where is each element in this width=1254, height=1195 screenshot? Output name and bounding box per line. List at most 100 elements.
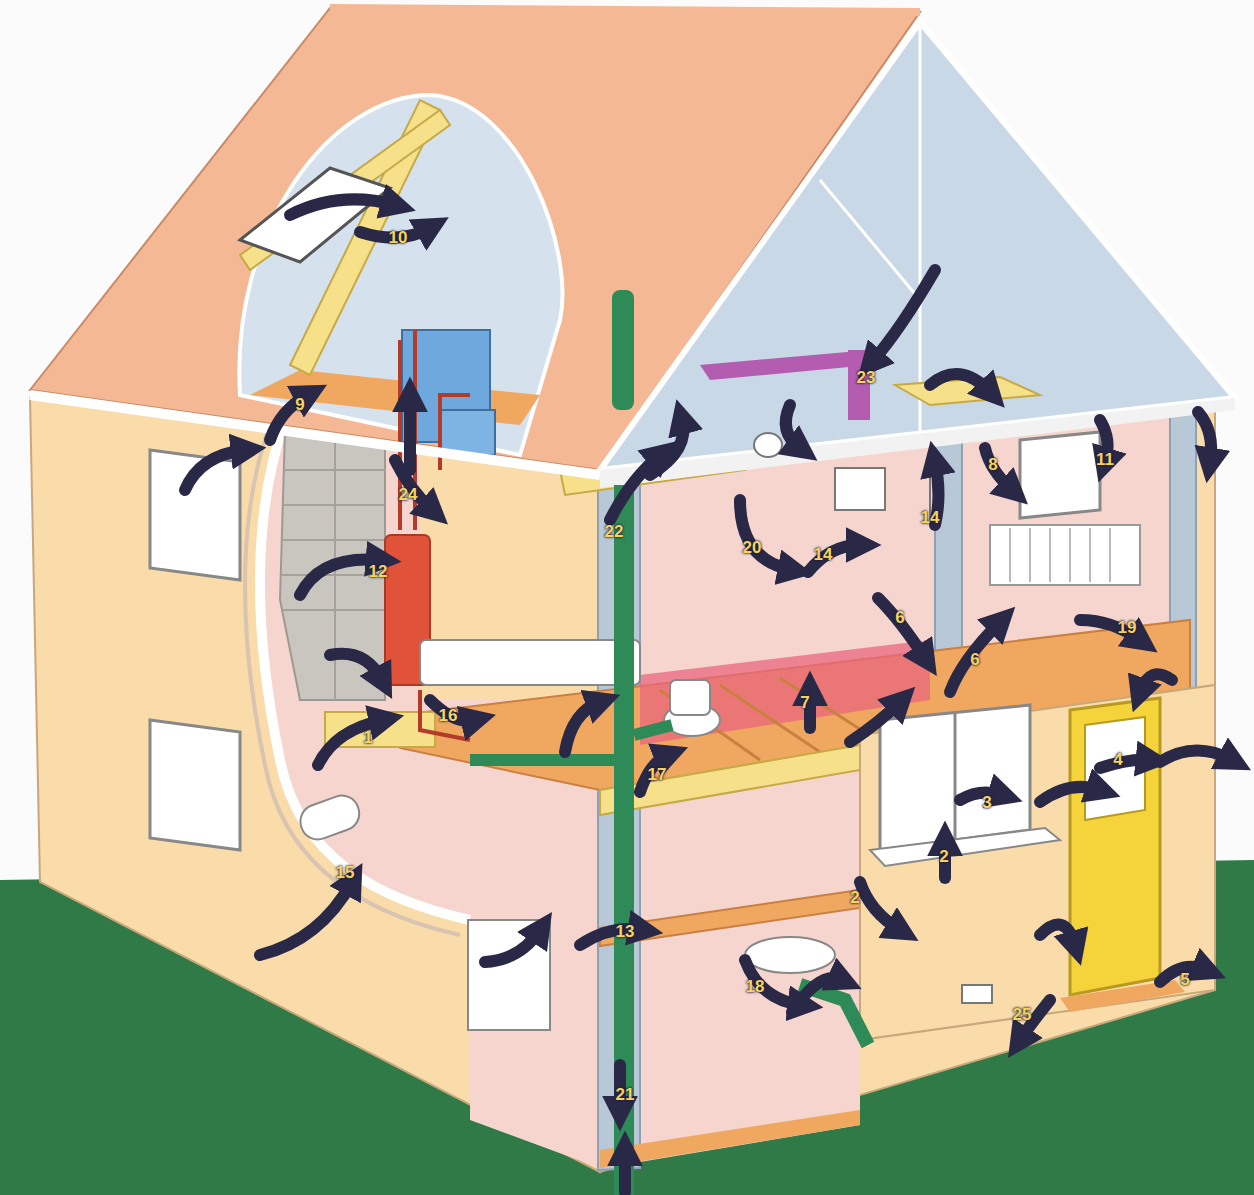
air-brick xyxy=(962,985,992,1003)
ceiling-light xyxy=(754,433,782,457)
leak-arrow xyxy=(935,462,939,525)
leak-arrow xyxy=(1080,620,1140,640)
leak-arrow xyxy=(185,450,245,490)
leak-arrow xyxy=(1100,760,1150,768)
ridge xyxy=(330,8,920,12)
extract-fan xyxy=(835,468,885,510)
window xyxy=(150,720,240,850)
callout-number: 21 xyxy=(616,1085,635,1105)
leak-arrow xyxy=(260,882,352,955)
callout-number: 5 xyxy=(1180,970,1189,990)
toilet-cistern xyxy=(670,680,710,715)
leak-arrow xyxy=(640,755,668,792)
callout-number: 1 xyxy=(363,728,372,748)
duct xyxy=(700,350,870,380)
leak-arrow xyxy=(740,500,792,570)
floorboard-line xyxy=(720,685,820,752)
leak-arrow xyxy=(1100,420,1108,462)
rafter xyxy=(240,110,450,270)
callout-number: 16 xyxy=(439,706,458,726)
callout-number: 11 xyxy=(1096,450,1114,470)
callout-number: 8 xyxy=(988,455,997,475)
leak-arrow xyxy=(1160,750,1232,762)
front-wall xyxy=(600,398,1215,1172)
leak-arrow xyxy=(430,700,475,721)
fin xyxy=(1069,528,1071,582)
leak-arrow xyxy=(580,929,642,945)
pipe xyxy=(400,330,470,530)
window xyxy=(880,705,1030,850)
leak-arrow xyxy=(404,398,416,470)
leak-arrow xyxy=(930,374,990,392)
callout-number: 24 xyxy=(399,485,418,505)
header-tank xyxy=(440,410,495,455)
soil-stack xyxy=(614,485,634,1195)
vent-pipe xyxy=(612,290,634,410)
window-bar xyxy=(954,712,957,840)
gable-loft xyxy=(600,22,1235,470)
floor-joist xyxy=(600,745,860,815)
leak-arrow xyxy=(619,1152,631,1192)
callout-number: 6 xyxy=(970,650,979,670)
callout-number: 22 xyxy=(605,522,624,542)
callout-number: 7 xyxy=(800,693,809,713)
leak-arrow xyxy=(878,598,925,658)
leak-arrow xyxy=(565,702,600,752)
callout-number: 18 xyxy=(746,977,765,997)
leak-arrow xyxy=(330,654,382,680)
leak-arrow xyxy=(650,420,683,475)
ground-slab xyxy=(600,1110,860,1168)
leak-arrow xyxy=(1140,674,1172,692)
side-wall xyxy=(30,398,600,1172)
callout-number: 4 xyxy=(1113,750,1122,770)
leak-arrow xyxy=(872,270,935,362)
leak-arrow xyxy=(610,455,660,520)
eaves xyxy=(30,395,600,475)
meter-box xyxy=(468,920,550,1030)
callout-number: 2 xyxy=(850,888,859,908)
callout-number: 19 xyxy=(1118,618,1137,638)
brick-lines xyxy=(281,440,385,700)
leak-arrow xyxy=(290,199,395,215)
leak-arrow xyxy=(270,395,308,440)
sink xyxy=(745,937,835,973)
gable-line xyxy=(919,22,922,440)
leak-arrow xyxy=(792,978,842,1012)
leak-arrow xyxy=(786,405,800,448)
ceiling-plane xyxy=(600,398,1235,488)
leak-arrow xyxy=(1040,925,1075,945)
leak-arrow xyxy=(318,720,383,765)
leak-arrow xyxy=(808,545,860,572)
callout-number: 3 xyxy=(982,793,991,813)
leak-arrow xyxy=(1020,1000,1050,1040)
leak-arrow xyxy=(850,702,900,742)
fin xyxy=(1049,528,1051,582)
door-step xyxy=(1060,980,1185,1012)
brick-line xyxy=(281,574,385,576)
callout-number: 6 xyxy=(895,608,904,628)
leak-arrow xyxy=(614,1065,626,1110)
callout-number: 12 xyxy=(369,562,388,582)
callout-number: 2 xyxy=(939,847,948,867)
window-sill xyxy=(870,828,1060,866)
brick-line xyxy=(282,539,385,541)
callout-number: 14 xyxy=(921,508,940,528)
radiator-fins xyxy=(1010,528,1110,582)
leak-arrow xyxy=(1160,967,1206,982)
leak-arrow xyxy=(860,882,900,930)
air-leak-arrows xyxy=(185,199,1232,1192)
leak-arrow xyxy=(1040,787,1100,802)
wall-cutaway xyxy=(260,420,600,1168)
callout-number: 25 xyxy=(1013,1005,1032,1025)
leak-arrow xyxy=(485,930,540,962)
callout-number: 23 xyxy=(857,368,876,388)
leak-arrow xyxy=(745,960,802,1005)
gable-line xyxy=(820,180,920,300)
callout-number: 13 xyxy=(616,922,635,942)
door xyxy=(1070,698,1160,995)
roof-window xyxy=(240,168,390,262)
callout-number: 14 xyxy=(814,545,833,565)
chimney-breast xyxy=(280,430,385,700)
